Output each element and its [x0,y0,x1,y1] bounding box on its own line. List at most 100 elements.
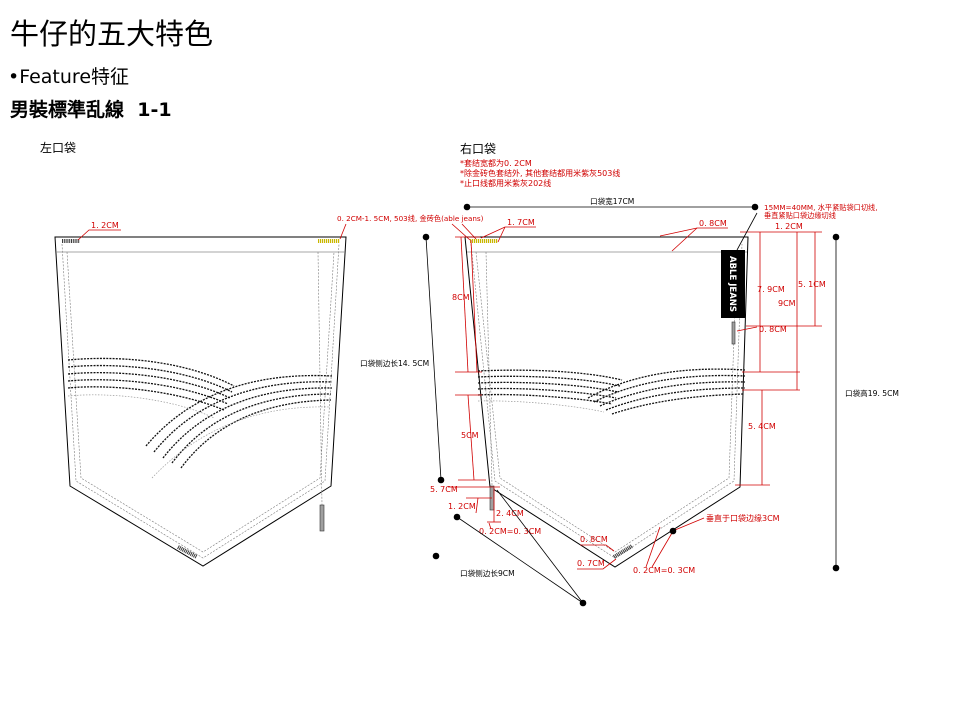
stitch-arc-line [477,387,617,399]
right-pocket-heading: 右口袋 [460,141,496,156]
bartack-note: 0. 2CM-1. 5CM, 503线, 金砖色(able jeans) [337,214,484,223]
left-pocket-edge-stitch [61,243,340,559]
dim-label-top-edge: 0. 8CM [699,219,727,228]
measure-dot [579,599,587,607]
stitch-arc-line [605,387,746,411]
stitch-arc-guide [67,394,215,419]
dim-label-right-arc-bottom: 9CM [778,299,796,308]
side-length-label: 口袋侧边长14. 5CM [360,358,429,368]
dim-leader [674,517,705,531]
right-pocket-side-stitch [485,251,493,486]
dim-label-label-depth: 5. 1CM [798,280,826,289]
measure-dot [437,476,445,484]
dim-line [467,394,475,481]
dim-label-label-top: 1. 2CM [775,222,803,231]
feature-bullet: •Feature特征 [8,66,129,88]
measure-dot [669,527,677,535]
label-note-leader [736,212,758,251]
measure-dot [832,564,840,572]
stitch-arc-line [67,379,229,405]
measure-dot [751,203,759,211]
note-line: *除金砖色套结外, 其他套结都用米紫灰503线 [460,168,620,178]
left-pocket-inner-stitch [66,251,335,553]
left-pocket: 1. 2CM [54,221,347,567]
right-pocket-outline [464,236,749,568]
stitch-arc-line [477,381,619,393]
dim-line [460,236,469,373]
dim-leader [736,326,758,332]
dim-label-left-arc-band: 5CM [461,431,479,440]
stitch-arc-line [477,375,621,387]
bottom-side-line [456,516,584,604]
label-note-line: 垂直紧贴口袋边缘切线 [764,211,836,220]
stitch-arc-guide [477,400,605,413]
label-pin [731,321,736,345]
stitch-arc-line [599,381,746,407]
side-length-line [425,236,442,481]
dim-leader [645,526,661,568]
note-line: *套结宽都为0. 2CM [460,158,532,168]
pocket-height-label: 口袋高19. 5CM [845,388,899,398]
pocket-width-label: 口袋宽17CM [590,196,634,206]
dim-leader [497,226,506,243]
measure-dot [453,513,461,521]
stitch-arc-line [171,393,332,464]
measure-dot [432,552,440,560]
measure-dot [463,203,471,211]
left-pocket-heading: 左口袋 [40,140,76,155]
stitch-arc-line [477,393,613,405]
left-rivet-leader [77,229,121,241]
dim-label-corner-tack: 0. 2CM=0. 3CM [479,527,541,536]
measure-dot [422,233,430,241]
dim-label-bottom-inset: 0. 7CM [577,559,605,568]
stitch-arc-line [145,374,333,447]
stitch-arc-line [162,387,333,459]
right-pocket: ABLE JEANS [464,236,749,568]
bottom-side-label: 口袋侧边长9CM [460,568,515,578]
stitch-arc-line [587,368,746,399]
slide-title: 牛仔的五大特色 [10,17,213,51]
stitch-arc-line [67,386,225,411]
dim-label-bottom-tack: 0. 2CM=0. 3CM [633,566,695,575]
right-pocket-inner-stitch [475,251,738,553]
left-pocket-outline [54,236,347,567]
dim-leader [577,558,617,570]
note-line: *止口线都用米紫灰202线 [460,178,551,188]
stitch-arc-line [67,364,233,393]
left-hang-tab [319,504,325,532]
stitch-arc-line [593,374,746,403]
dim-leader [651,532,673,568]
dim-leader [488,522,492,530]
measure-dot [832,233,840,241]
dim-label-right-lower: 5. 4CM [748,422,776,431]
section-subtitle: 男裝標準乱線 1-1 [10,98,172,121]
stitch-arc-line [153,381,333,453]
stitch-arc-line [611,393,745,415]
dim-label-top-left-tack: 1. 7CM [507,218,535,227]
dim-label-perpendicular: 垂直于口袋边缘3CM [706,513,780,523]
dim-label-corner-tab: 2. 4CM [496,509,524,518]
dim-line [470,239,478,373]
stitch-arc-line [180,399,332,469]
brand-label-tag [721,250,745,318]
stitch-arc-line [67,372,231,399]
dim-leader [475,497,479,514]
left-rivet-dim-label: 1. 2CM [91,221,119,230]
label-note-line: 15MM=40MM, 水平紧贴袋口切线, [764,203,877,212]
dim-label-bottom-stitch: 0. 8CM [580,535,608,544]
left-pocket-side-stitch [317,251,323,506]
dim-label-label-bottom: 0. 8CM [759,325,787,334]
dim-label-left-arc-top: 8CM [452,293,470,302]
bottom-side-line [496,489,584,604]
dim-label-corner-inset: 1. 2CM [448,502,476,511]
overall-measurements: 口袋宽17CM 15MM=40MM, 水平紧贴袋口切线, 垂直紧贴口袋边缘切线 … [360,196,899,607]
bartack-leader [339,223,347,240]
brand-label-text: ABLE JEANS [727,256,737,312]
dim-leader [671,227,698,252]
dim-label-left-lower: 5. 7CM [430,485,458,494]
right-pocket-dimensions: 1. 7CM 0. 8CM 1. 2CM 5. 1CM 7. 9CM 9CM 0… [430,218,826,575]
dim-label-right-arc-top: 7. 9CM [757,285,785,294]
stitch-arc-line [67,357,235,387]
